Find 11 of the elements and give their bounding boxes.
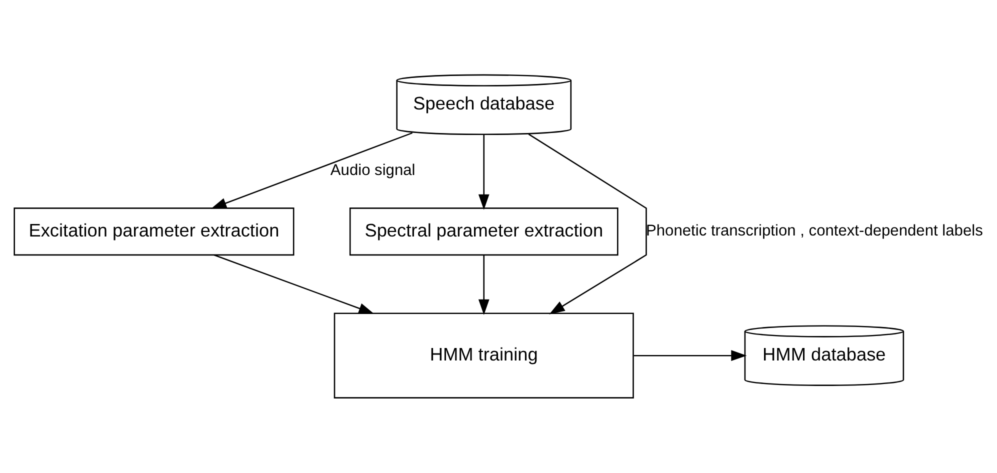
arrow (478, 134, 490, 210)
edge-label: Phonetic transcription , context-dependent labels (646, 222, 983, 240)
arrow (634, 350, 747, 362)
node-box: HMM training (334, 312, 634, 398)
node-box: Excitation parameter extraction (14, 208, 294, 256)
arrow (528, 134, 647, 314)
edge-label: Audio signal (330, 162, 416, 180)
arrow (210, 132, 413, 209)
node-box: Spectral parameter extraction (349, 208, 618, 256)
arrow (478, 255, 490, 315)
arrow (214, 254, 374, 314)
